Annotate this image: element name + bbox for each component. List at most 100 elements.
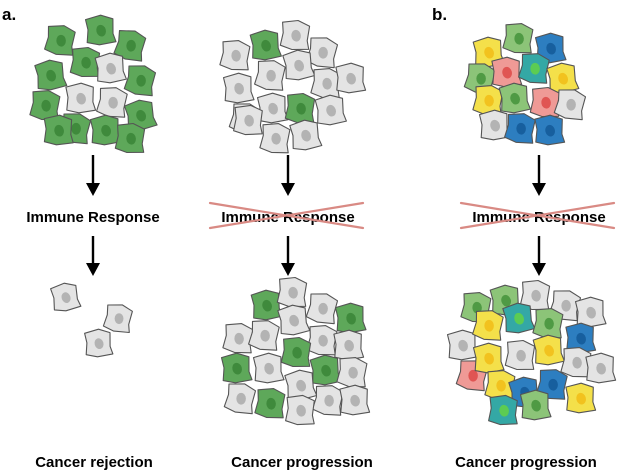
cell-nucleus <box>350 394 360 407</box>
cell-nucleus <box>490 119 500 132</box>
cell-nucleus <box>346 72 356 85</box>
cell-nucleus <box>76 92 86 105</box>
green-cell <box>250 289 283 321</box>
cell-nucleus <box>484 94 494 107</box>
outcome-label: Cancer rejection <box>35 454 153 471</box>
cell-nucleus <box>291 29 301 42</box>
cell-nucleus <box>260 329 270 342</box>
blue-cell <box>504 113 536 144</box>
gray-cell <box>233 104 263 136</box>
yellow-cell <box>532 334 565 366</box>
cell-nucleus <box>546 42 556 55</box>
arrow-b-bottom <box>532 236 546 276</box>
green-cell <box>284 92 316 124</box>
panel-label-a: a. <box>2 5 16 24</box>
gray-cell <box>252 352 285 384</box>
cell-nucleus <box>321 364 331 377</box>
cell-nucleus <box>289 314 300 327</box>
green-cell <box>84 14 117 46</box>
cell-nucleus <box>106 62 116 75</box>
light-green-cell <box>502 23 534 54</box>
cell-nucleus <box>266 69 276 82</box>
gray-cell <box>312 385 344 416</box>
arrow-a1-top <box>86 155 100 196</box>
gray-cell <box>256 92 289 124</box>
yellow-cell <box>484 370 516 401</box>
blue-cell <box>536 369 568 400</box>
green-cell <box>334 302 367 334</box>
teal-cell <box>502 302 536 334</box>
gray-cell <box>277 304 311 336</box>
cell-nucleus <box>56 34 66 47</box>
blue-cell <box>565 322 597 354</box>
yellow-cell <box>472 310 504 341</box>
cell-nucleus <box>318 46 328 59</box>
cell-nucleus <box>136 109 147 122</box>
teal-cell <box>518 53 550 84</box>
teal-cell <box>488 394 518 426</box>
arrow-b-top <box>532 155 546 196</box>
gray-cell <box>276 276 308 308</box>
cell-nucleus <box>548 378 558 391</box>
arrow-a2-top <box>281 155 295 196</box>
cell-nucleus <box>348 366 358 379</box>
cell-nucleus <box>46 69 57 82</box>
cell-nucleus <box>81 56 91 69</box>
cell-nucleus <box>236 392 246 405</box>
pink-cell <box>529 86 561 118</box>
cell-nucleus <box>136 74 146 87</box>
yellow-cell <box>546 62 580 94</box>
green-cell <box>44 25 76 56</box>
heterogeneous-tumor-cluster <box>463 23 587 146</box>
cell-nucleus <box>576 332 586 345</box>
gray-cell <box>50 282 82 312</box>
cell-nucleus <box>596 362 606 375</box>
gray-cell <box>289 119 323 151</box>
cell-nucleus <box>296 404 306 417</box>
cell-nucleus <box>499 404 509 417</box>
cell-nucleus <box>468 369 478 382</box>
yellow-cell <box>472 342 505 374</box>
cell-nucleus <box>271 132 281 145</box>
gray-cell <box>574 296 607 328</box>
cell-nucleus <box>484 46 494 59</box>
gray-cell <box>94 52 127 84</box>
cell-nucleus <box>326 104 336 117</box>
green-cell <box>114 122 146 154</box>
cell-nucleus <box>541 96 551 109</box>
gray-cell <box>259 123 291 154</box>
cell-nucleus <box>514 312 525 325</box>
cell-nucleus <box>262 299 272 312</box>
gray-cell <box>102 304 133 334</box>
gray-cell <box>279 19 311 51</box>
cell-nucleus <box>322 77 332 90</box>
cell-nucleus <box>126 39 136 52</box>
gray-cell <box>222 72 255 104</box>
light-green-cell <box>498 82 531 114</box>
cell-nucleus <box>94 338 104 350</box>
green-cell <box>123 99 158 131</box>
gray-cell <box>335 62 367 94</box>
cell-nucleus <box>516 349 526 362</box>
cell-nucleus <box>514 32 524 45</box>
cell-nucleus <box>268 102 278 115</box>
blue-cell <box>534 114 566 146</box>
green-cell <box>69 46 101 78</box>
cell-nucleus <box>318 302 328 315</box>
cell-nucleus <box>510 92 520 105</box>
cell-nucleus <box>572 356 582 369</box>
arrow-a2-bottom <box>281 236 295 276</box>
gray-cell <box>282 49 316 81</box>
cell-nucleus <box>318 334 328 347</box>
cell-nucleus <box>484 352 494 365</box>
cell-nucleus <box>561 299 571 312</box>
yellow-cell <box>472 85 504 116</box>
cell-nucleus <box>61 292 71 303</box>
cell-nucleus <box>231 49 241 62</box>
cross-mark <box>459 201 616 230</box>
cell-nucleus <box>496 379 506 392</box>
gray-cell <box>222 323 254 354</box>
cell-nucleus <box>294 59 305 72</box>
green-cell <box>220 352 253 384</box>
